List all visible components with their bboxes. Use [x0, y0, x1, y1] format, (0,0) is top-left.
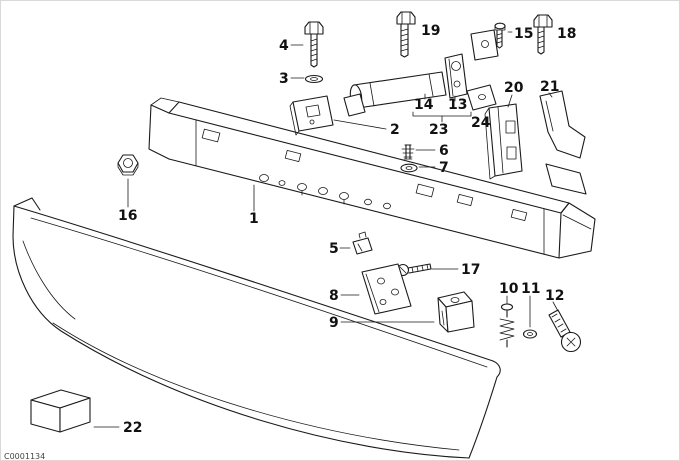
part-label-16[interactable]: 16: [118, 208, 137, 224]
part-label-13[interactable]: 13: [448, 97, 467, 113]
part-labels: 1 2 3 4 5 6 7 8 9 10 11 12 13 14 15 16 1…: [118, 23, 576, 436]
part-17-screw: [396, 263, 432, 277]
part-4-bolt: [304, 21, 324, 68]
part-24-bracket: [466, 84, 497, 111]
part-12-bolt: [548, 309, 582, 353]
part-20-bracket: [484, 103, 523, 180]
part-label-17[interactable]: 17: [461, 262, 480, 278]
part-label-11[interactable]: 11: [521, 281, 540, 297]
footer-code: C0001134: [4, 452, 45, 461]
part-label-8[interactable]: 8: [329, 288, 339, 304]
part-1-bumper-trim: [148, 97, 596, 259]
part-label-1[interactable]: 1: [249, 211, 259, 227]
part-21-bracket: [539, 90, 587, 195]
part-16-nut: [117, 154, 139, 176]
part-2-bracket: [289, 95, 334, 136]
group-bracket-23: [412, 111, 472, 123]
part-label-24[interactable]: 24: [471, 115, 491, 131]
part-19-bolt: [396, 11, 416, 58]
front-spoiler-drawing: [12, 197, 501, 459]
part-18-bolt: [533, 14, 553, 55]
part-label-21[interactable]: 21: [540, 79, 559, 95]
part-14-shock-absorber: [343, 71, 447, 117]
upper-mount-bracket: [470, 29, 499, 61]
part-11-washer: [522, 329, 538, 339]
part-label-10[interactable]: 10: [499, 281, 519, 297]
part-6-clip: [401, 144, 415, 160]
part-9-clip-nut: [437, 291, 475, 333]
part-10-spring-screw: [499, 303, 515, 348]
part-label-18[interactable]: 18: [557, 26, 576, 42]
part-label-14[interactable]: 14: [414, 97, 434, 113]
part-label-5[interactable]: 5: [329, 241, 339, 257]
part-label-7[interactable]: 7: [439, 160, 449, 176]
part-label-9[interactable]: 9: [329, 315, 339, 331]
part-label-12[interactable]: 12: [545, 288, 564, 304]
part-label-20[interactable]: 20: [504, 80, 524, 96]
part-15-screw: [494, 22, 506, 49]
part-label-3[interactable]: 3: [279, 71, 289, 87]
part-label-23[interactable]: 23: [429, 122, 448, 138]
part-label-22[interactable]: 22: [123, 420, 142, 436]
part-3-washer: [304, 74, 324, 84]
part-5-clip: [352, 231, 373, 255]
part-8-mounting-plate: [361, 263, 412, 315]
part-label-4[interactable]: 4: [279, 38, 289, 54]
part-label-2[interactable]: 2: [390, 122, 400, 138]
part-label-6[interactable]: 6: [439, 143, 449, 159]
part-7-washer: [400, 163, 418, 173]
part-label-15[interactable]: 15: [514, 26, 533, 42]
part-label-19[interactable]: 19: [421, 23, 440, 39]
leader-lines: [93, 31, 559, 428]
part-13-bracket: [444, 53, 468, 99]
part-22-box: [30, 389, 91, 433]
